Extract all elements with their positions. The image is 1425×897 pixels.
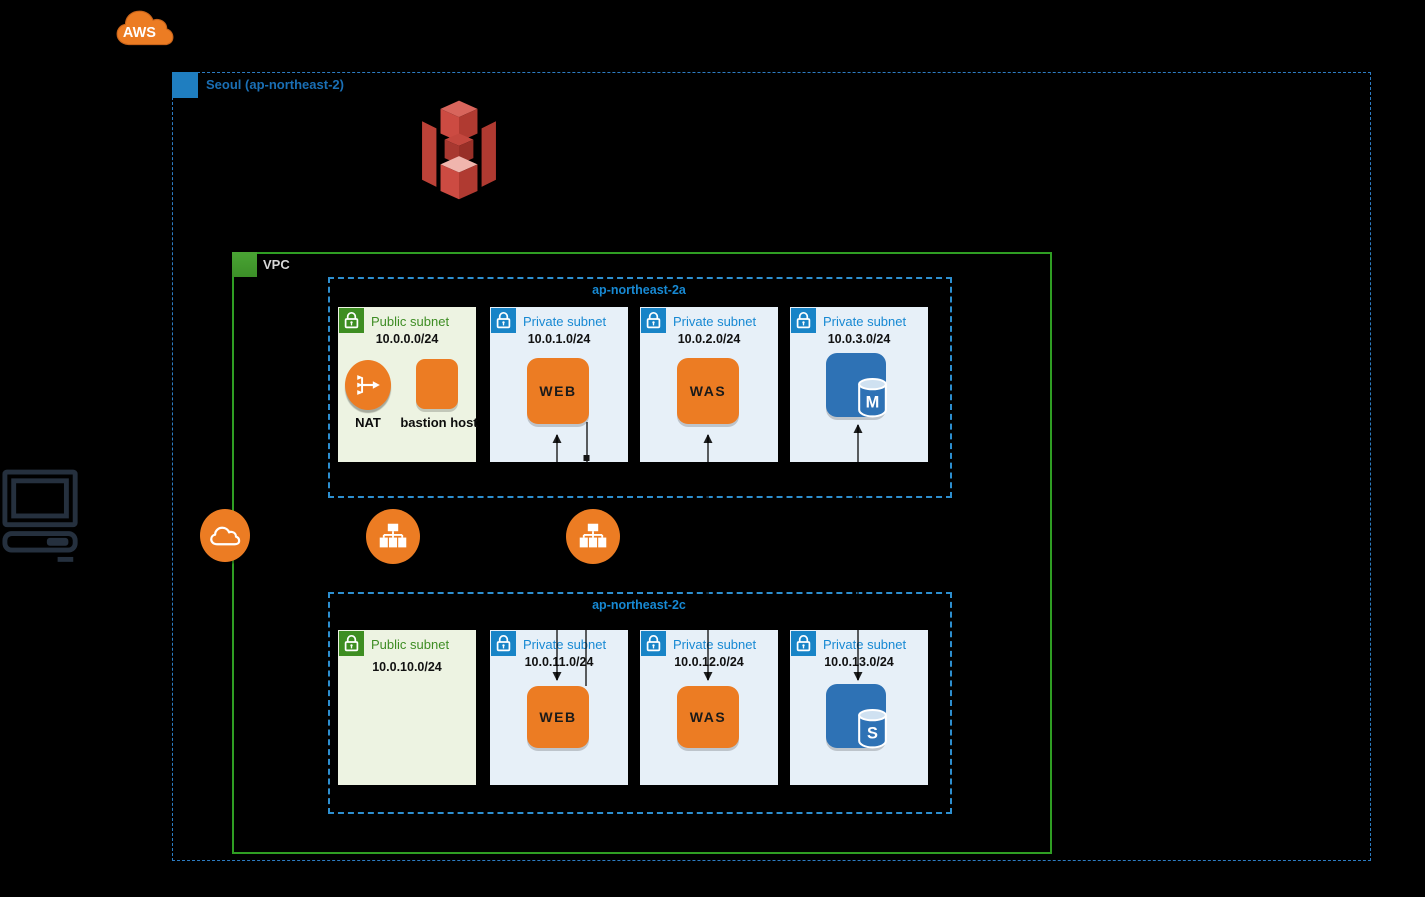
- subnet-title: Private subnet: [673, 314, 757, 329]
- subnet-title: Private subnet: [673, 637, 757, 652]
- region-badge-icon: [172, 72, 198, 98]
- public-subnet-2c: Public subnet 10.0.10.0/24: [338, 630, 476, 785]
- blue-lock-icon: [491, 631, 516, 656]
- subnet-title: Public subnet: [371, 314, 450, 329]
- vpc-label: VPC: [263, 257, 290, 272]
- subnet-cidr: 10.0.10.0/24: [372, 660, 442, 674]
- blue-lock-icon: [641, 308, 666, 333]
- subnet-title: Private subnet: [523, 637, 607, 652]
- elastic-load-balancer-icon-external: [366, 509, 420, 564]
- nat-label: NAT: [355, 415, 381, 430]
- subnet-cidr: 10.0.2.0/24: [677, 332, 741, 346]
- region-box: [172, 72, 1371, 861]
- subnet-cidr: 10.0.3.0/24: [827, 332, 891, 346]
- subnet-title: Public subnet: [371, 637, 450, 652]
- bastion-host-icon: [416, 359, 458, 409]
- internet-gateway-cloud-icon: [200, 509, 250, 562]
- green-lock-icon: [339, 308, 364, 333]
- aws-cloud-icon: AWS: [116, 6, 174, 52]
- was-server-2c: WAS: [677, 686, 739, 748]
- subnet-title: Private subnet: [523, 314, 607, 329]
- aws-cloud-label: AWS: [123, 25, 156, 41]
- region-label: Seoul (ap-northeast-2): [206, 77, 344, 92]
- s3-bucket-icon: [420, 100, 498, 204]
- subnet-cidr: 10.0.12.0/24: [674, 655, 744, 669]
- subnet-cidr: 10.0.13.0/24: [824, 655, 894, 669]
- bastion-host-label: bastion host: [400, 415, 478, 430]
- blue-lock-icon: [791, 631, 816, 656]
- blue-lock-icon: [791, 308, 816, 333]
- nat-gateway-icon: [345, 360, 391, 410]
- subnet-cidr: 10.0.11.0/24: [524, 655, 594, 669]
- green-lock-icon: [339, 631, 364, 656]
- rds-master-cylinder-icon: M: [856, 378, 889, 419]
- subnet-title: Private subnet: [823, 637, 907, 652]
- web-server-2a: WEB: [527, 358, 589, 424]
- client-computer-icon: [1, 464, 83, 564]
- db-master-letter: M: [866, 394, 880, 412]
- blue-lock-icon: [491, 308, 516, 333]
- elastic-load-balancer-icon-internal: [566, 509, 620, 564]
- availability-zone-2c-label: ap-northeast-2c: [592, 598, 686, 612]
- was-server-2a: WAS: [677, 358, 739, 424]
- subnet-cidr: 10.0.0.0/24: [375, 332, 439, 346]
- web-server-2c: WEB: [527, 686, 589, 748]
- availability-zone-2a-label: ap-northeast-2a: [592, 283, 686, 297]
- vpc-badge-icon: [232, 252, 257, 277]
- subnet-cidr: 10.0.1.0/24: [527, 332, 591, 346]
- db-standby-letter: S: [867, 725, 878, 743]
- rds-standby-cylinder-icon: S: [856, 709, 889, 750]
- subnet-title: Private subnet: [823, 314, 907, 329]
- blue-lock-icon: [641, 631, 666, 656]
